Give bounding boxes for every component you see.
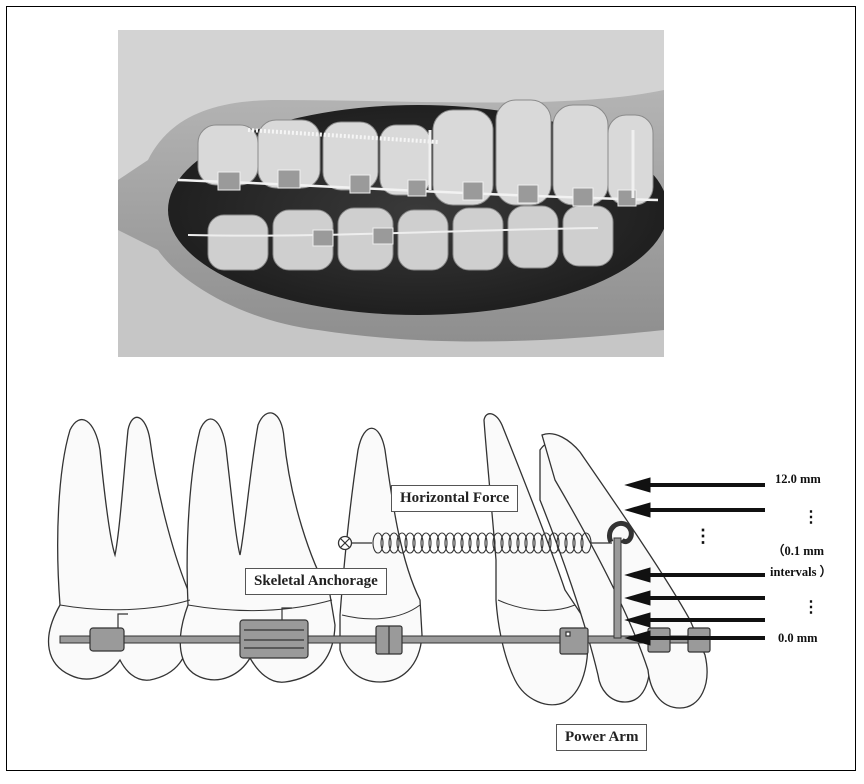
force-arrow-head [626, 478, 650, 492]
skeletal-anchorage-label: Skeletal Anchorage [245, 568, 387, 595]
center-dots: ⋮ [694, 526, 712, 547]
power-arm-label: Power Arm [556, 724, 647, 751]
photo-illustration [118, 30, 664, 357]
tooth-schematic [0, 390, 864, 779]
height-label-bottom: 0.0 mm [778, 631, 818, 646]
interval-label-line2: intervals ） [770, 561, 832, 580]
dots-lower: ⋮ [803, 597, 819, 617]
power-arm-bar [614, 538, 621, 638]
horizontal-force-label: Horizontal Force [391, 485, 518, 512]
intraoral-photo [118, 30, 664, 357]
force-arrow-head [626, 503, 650, 517]
molar-tube-1 [90, 628, 124, 651]
canine-bracket [560, 628, 588, 654]
height-label-top: 12.0 mm [775, 472, 821, 487]
schematic-diagram: Horizontal Force Skeletal Anchorage Powe… [0, 390, 864, 779]
molar-tube-2 [240, 620, 308, 658]
interval-label-line1: （0.1 mm [772, 540, 824, 559]
dots-upper: ⋮ [803, 507, 819, 527]
